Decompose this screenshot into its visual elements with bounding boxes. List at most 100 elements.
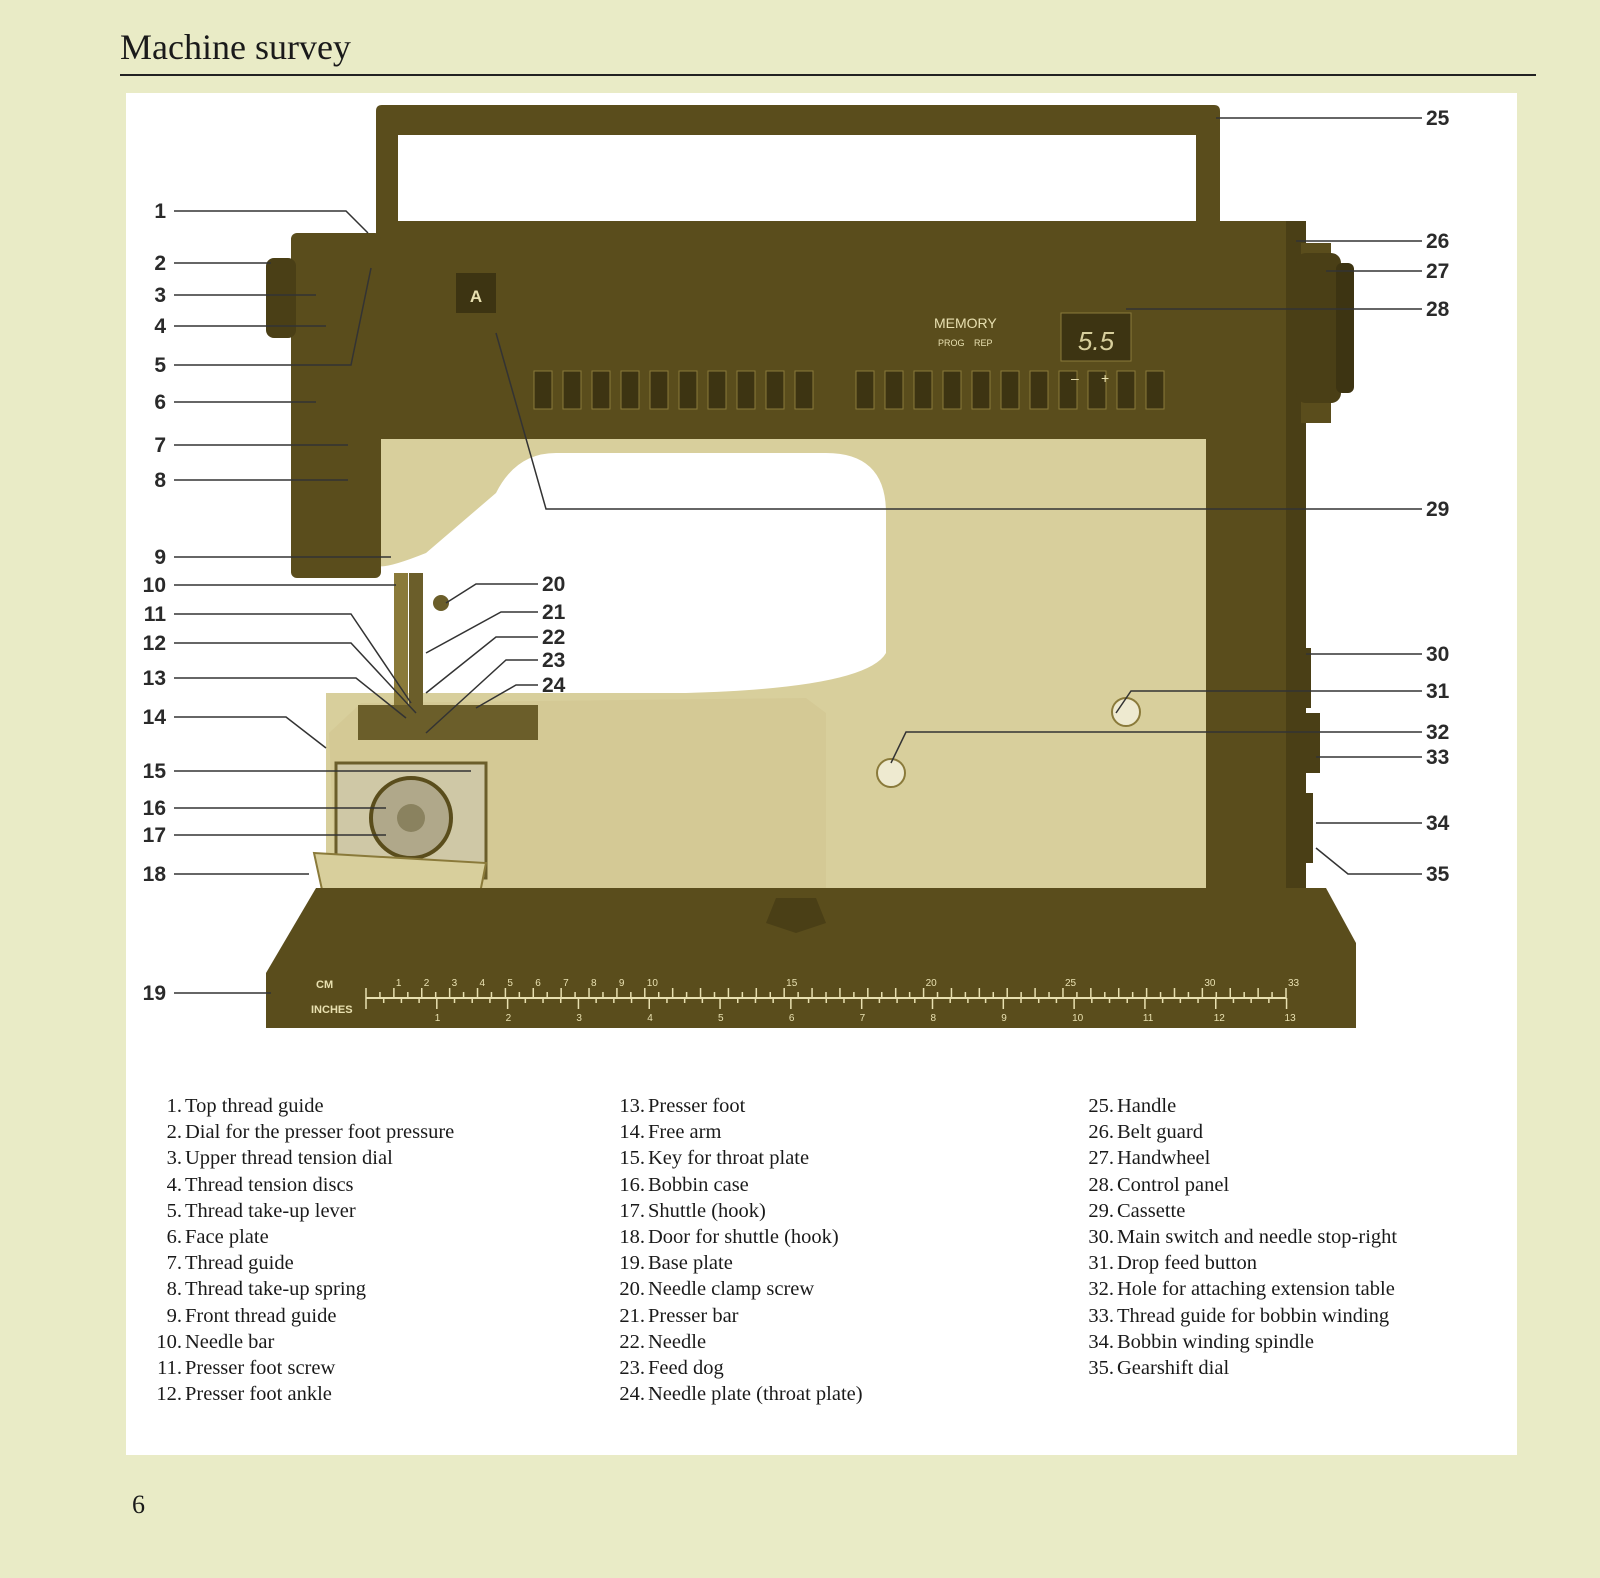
page-number: 6 bbox=[132, 1490, 145, 1519]
ruler-inch-number: 10 bbox=[1072, 1013, 1084, 1024]
legend-item: 7.Thread guide bbox=[166, 1252, 294, 1275]
rep-label: REP bbox=[974, 338, 993, 348]
handle bbox=[376, 105, 1220, 228]
callout-30: 30 bbox=[1426, 643, 1449, 666]
ruler-cm-number: 1 bbox=[396, 978, 402, 989]
ruler-cm-number: 15 bbox=[786, 978, 798, 989]
legend-item: 3.Upper thread tension dial bbox=[166, 1147, 393, 1170]
legend-item: 25.Handle bbox=[1088, 1095, 1177, 1117]
legend-item: 10.Needle bar bbox=[156, 1330, 275, 1353]
legend-item: 33.Thread guide for bobbin winding bbox=[1088, 1304, 1390, 1327]
callout-34: 34 bbox=[1426, 812, 1450, 835]
callout-18: 18 bbox=[143, 863, 167, 886]
callout-11: 11 bbox=[144, 603, 167, 626]
callout-23: 23 bbox=[542, 649, 565, 672]
leader-lines bbox=[174, 117, 1422, 994]
ruler-inch-number: 5 bbox=[718, 1013, 724, 1024]
legend-item: 14.Free arm bbox=[619, 1121, 722, 1144]
legend-column-2: 13.Presser foot 14.Free arm 15.Key for t… bbox=[601, 1093, 863, 1407]
panel-keys bbox=[533, 370, 1165, 410]
legend-item: 23.Feed dog bbox=[619, 1357, 724, 1380]
ruler-inch-number: 3 bbox=[576, 1013, 582, 1024]
callout-10: 10 bbox=[143, 574, 166, 597]
ruler-inch-number: 8 bbox=[930, 1013, 936, 1024]
legend-item: 21.Presser bar bbox=[619, 1304, 739, 1327]
callout-27: 27 bbox=[1426, 260, 1449, 283]
callout-22: 22 bbox=[542, 626, 565, 649]
legend-item: 16.Bobbin case bbox=[619, 1173, 749, 1196]
callout-24: 24 bbox=[542, 674, 566, 697]
callout-17: 17 bbox=[143, 824, 166, 847]
minus-label: – bbox=[1071, 370, 1079, 386]
callout-32: 32 bbox=[1426, 721, 1449, 744]
plus-label: + bbox=[1101, 370, 1109, 386]
legend-item: 22.Needle bbox=[619, 1330, 707, 1353]
ruler-cm-number: 8 bbox=[591, 978, 597, 989]
sewing-machine-diagram: A MEMORY PROG REP 5.5 – + bbox=[143, 105, 1450, 1028]
legend-column-3: 25.Handle 26.Belt guard 27.Handwheel 28.… bbox=[1070, 1093, 1397, 1381]
ruler-cm-number: 20 bbox=[926, 978, 938, 989]
title-rule bbox=[120, 74, 1536, 76]
callout-9: 9 bbox=[154, 546, 166, 569]
legend-item: 28.Control panel bbox=[1088, 1173, 1230, 1196]
callout-15: 15 bbox=[143, 760, 167, 783]
ruler-inch-number: 7 bbox=[860, 1013, 866, 1024]
ruler-cm-number: 10 bbox=[647, 978, 659, 989]
ruler-cm-number: 5 bbox=[507, 978, 513, 989]
ruler-inch-number: 9 bbox=[1001, 1013, 1007, 1024]
ruler-inches-label: INCHES bbox=[311, 1004, 353, 1016]
ruler-inch-number: 1 bbox=[435, 1013, 441, 1024]
legend-item: 9.Front thread guide bbox=[166, 1304, 337, 1327]
ruler-inch-number: 13 bbox=[1285, 1013, 1297, 1024]
ruler-inch-number: 12 bbox=[1214, 1013, 1226, 1024]
control-panel: A MEMORY PROG REP 5.5 – + bbox=[456, 273, 1165, 410]
legend-item: 32.Hole for attaching extension table bbox=[1088, 1278, 1395, 1301]
legend-item: 20.Needle clamp screw bbox=[619, 1278, 815, 1301]
legend-item: 35.Gearshift dial bbox=[1088, 1357, 1230, 1380]
legend-item: 12.Presser foot ankle bbox=[156, 1383, 332, 1406]
callout-33: 33 bbox=[1426, 746, 1449, 769]
legend-item: 31.Drop feed button bbox=[1088, 1252, 1258, 1275]
ruler-cm-number: 25 bbox=[1065, 978, 1077, 989]
legend-item: 26.Belt guard bbox=[1088, 1121, 1203, 1144]
ruler-cm-number: 3 bbox=[452, 978, 458, 989]
callout-8: 8 bbox=[154, 469, 166, 492]
display-value: 5.5 bbox=[1078, 326, 1115, 356]
callout-35: 35 bbox=[1426, 863, 1450, 886]
legend-item: 13.Presser foot bbox=[619, 1095, 746, 1117]
callout-31: 31 bbox=[1426, 680, 1450, 703]
callout-3: 3 bbox=[154, 284, 166, 307]
ruler-cm-number: 2 bbox=[424, 978, 430, 989]
callout-19: 19 bbox=[143, 982, 166, 1005]
callout-29: 29 bbox=[1426, 498, 1449, 521]
legend-item: 6.Face plate bbox=[166, 1226, 269, 1249]
callout-numbers: 1 2 3 4 5 6 7 8 9 10 11 12 13 14 15 16 1… bbox=[143, 107, 1450, 1005]
ruler-cm-number: 4 bbox=[480, 978, 486, 989]
ruler-inch-number: 4 bbox=[647, 1013, 653, 1024]
legend-item: 11.Presser foot screw bbox=[157, 1357, 336, 1380]
callout-16: 16 bbox=[143, 797, 166, 820]
legend-item: 24.Needle plate (throat plate) bbox=[619, 1383, 863, 1406]
legend-item: 17.Shuttle (hook) bbox=[619, 1199, 766, 1222]
ruler-cm-label: CM bbox=[316, 979, 333, 991]
callout-7: 7 bbox=[154, 434, 166, 457]
ruler-cm-number: 9 bbox=[619, 978, 625, 989]
callout-4: 4 bbox=[154, 315, 166, 338]
ruler-inch-number: 6 bbox=[789, 1013, 795, 1024]
ruler-cm-number: 6 bbox=[535, 978, 541, 989]
memory-label: MEMORY bbox=[934, 315, 997, 331]
callout-6: 6 bbox=[154, 391, 166, 414]
callout-20: 20 bbox=[542, 573, 565, 596]
callout-21: 21 bbox=[542, 601, 566, 624]
callout-2: 2 bbox=[154, 252, 166, 275]
legend-item: 29.Cassette bbox=[1088, 1199, 1186, 1222]
callout-25: 25 bbox=[1426, 107, 1450, 130]
callout-12: 12 bbox=[143, 632, 166, 655]
callout-13: 13 bbox=[143, 667, 166, 690]
legend-item: 15.Key for throat plate bbox=[619, 1147, 810, 1170]
prog-label: PROG bbox=[938, 338, 965, 348]
page-title: Machine survey bbox=[120, 27, 351, 67]
legend-item: 27.Handwheel bbox=[1088, 1147, 1211, 1170]
ruler-inch-number: 11 bbox=[1143, 1013, 1154, 1024]
